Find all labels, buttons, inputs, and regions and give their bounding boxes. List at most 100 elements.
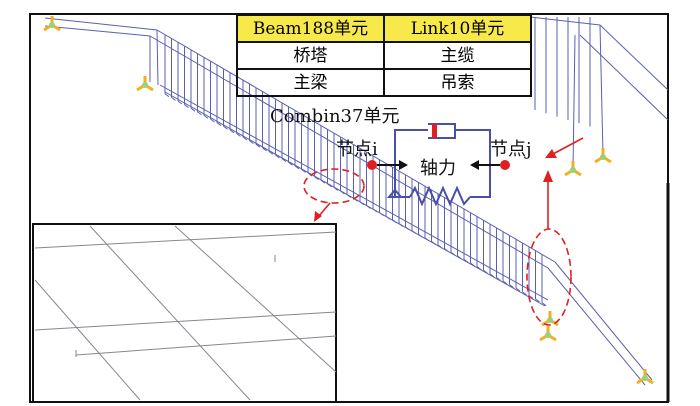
crossbeam bbox=[450, 251, 456, 256]
crossbeam bbox=[268, 150, 274, 155]
crossbeam bbox=[535, 298, 540, 303]
crossbeam bbox=[405, 226, 410, 231]
highlight-ellipse-girder bbox=[303, 168, 365, 204]
crossbeam bbox=[372, 208, 378, 213]
crossbeam bbox=[210, 118, 215, 123]
support-constraint-icon bbox=[564, 161, 582, 177]
table-cell: 吊索 bbox=[383, 68, 532, 97]
table-cell: 主缆 bbox=[383, 41, 532, 70]
crossbeam bbox=[281, 158, 287, 163]
table-cell: 主梁 bbox=[236, 68, 385, 97]
crossbeam bbox=[333, 187, 339, 191]
support-constraint-icon bbox=[541, 311, 559, 327]
crossbeam bbox=[392, 219, 397, 224]
crossbeam bbox=[262, 147, 267, 152]
backstay-cable bbox=[44, 17, 158, 31]
backstay-cable bbox=[44, 25, 151, 37]
crossbeam bbox=[294, 165, 300, 170]
crossbeam bbox=[444, 248, 449, 253]
highlight-ellipse-tower bbox=[526, 228, 572, 326]
support-constraint-icon bbox=[594, 148, 612, 164]
crossbeam bbox=[496, 277, 501, 281]
spring bbox=[409, 185, 471, 207]
crossbeam bbox=[366, 205, 371, 209]
right-tower bbox=[599, 24, 604, 156]
supports bbox=[43, 16, 654, 385]
crossbeam bbox=[327, 183, 332, 188]
crossbeam bbox=[431, 241, 436, 245]
crossbeam bbox=[411, 230, 417, 235]
support-constraint-icon bbox=[136, 76, 154, 92]
crossbeam bbox=[223, 125, 228, 130]
combin37-title: Combin37单元 bbox=[270, 106, 400, 127]
right-tower-cable bbox=[599, 24, 669, 91]
crossbeam bbox=[249, 140, 254, 144]
arrowhead bbox=[545, 149, 557, 158]
side-span bbox=[554, 261, 653, 381]
slider-triangle bbox=[386, 188, 404, 198]
crossbeam bbox=[541, 302, 547, 307]
tower bbox=[156, 29, 159, 86]
table-cell: 桥塔 bbox=[236, 41, 385, 70]
crossbeam bbox=[340, 190, 345, 195]
crossbeam bbox=[476, 266, 482, 271]
arrowhead bbox=[399, 160, 408, 170]
crossbeam bbox=[171, 96, 176, 101]
side-span bbox=[547, 267, 646, 386]
zoom-inset bbox=[32, 223, 337, 403]
crossbeam bbox=[275, 154, 280, 159]
inset-grid bbox=[34, 225, 337, 401]
element-type-table: Beam188单元 Link10单元 桥塔 主缆 主梁 吊索 bbox=[236, 14, 532, 97]
crossbeam bbox=[515, 287, 521, 292]
crossbeam bbox=[437, 244, 443, 249]
crossbeam bbox=[502, 280, 508, 285]
crossbeam bbox=[463, 259, 469, 263]
crossbeam bbox=[470, 262, 475, 267]
right-tower-cable bbox=[529, 16, 601, 26]
node-j-label: 节点j bbox=[490, 139, 532, 160]
crossbeam bbox=[418, 233, 423, 238]
support-constraint-icon bbox=[636, 369, 654, 385]
combin37-schematic bbox=[386, 123, 491, 207]
main-cable bbox=[149, 35, 549, 269]
crossbeam bbox=[164, 93, 170, 98]
table-header: Beam188单元 bbox=[236, 14, 385, 43]
crossbeam bbox=[509, 284, 514, 289]
dashpot-piston bbox=[432, 124, 437, 138]
crossbeam bbox=[229, 129, 235, 134]
node-j-dot bbox=[500, 160, 510, 170]
right-tower-cable bbox=[579, 34, 669, 121]
crossbeam bbox=[489, 273, 495, 278]
table-header: Link10单元 bbox=[383, 14, 532, 43]
crossbeam bbox=[424, 237, 430, 242]
crossbeam bbox=[314, 176, 319, 181]
arrowhead bbox=[543, 170, 553, 182]
crossbeam bbox=[385, 215, 391, 220]
highlight-marks bbox=[303, 137, 584, 326]
node-i-label: 节点i bbox=[336, 139, 378, 160]
crossbeam bbox=[522, 291, 527, 296]
support-constraint-icon bbox=[43, 16, 61, 32]
crossbeam bbox=[242, 136, 248, 141]
axial-force-label: 轴力 bbox=[420, 158, 456, 179]
crossbeam bbox=[203, 114, 209, 119]
crossbeam bbox=[190, 107, 196, 112]
dashpot bbox=[428, 123, 456, 139]
node-i-dot bbox=[367, 160, 377, 170]
arrowhead bbox=[314, 211, 322, 222]
crossbeam bbox=[483, 269, 488, 274]
main-cable bbox=[156, 29, 556, 263]
crossbeam bbox=[197, 111, 202, 116]
crossbeam bbox=[177, 100, 183, 105]
crossbeam bbox=[255, 143, 261, 148]
right-tower bbox=[572, 34, 576, 171]
crossbeam bbox=[236, 132, 241, 137]
crossbeam bbox=[457, 255, 462, 260]
crossbeam bbox=[346, 194, 352, 199]
crossbeam bbox=[184, 104, 189, 108]
crossbeam bbox=[528, 295, 534, 299]
crossbeam bbox=[398, 223, 404, 227]
crossbeam bbox=[359, 201, 365, 206]
finite-element-model bbox=[44, 16, 669, 386]
